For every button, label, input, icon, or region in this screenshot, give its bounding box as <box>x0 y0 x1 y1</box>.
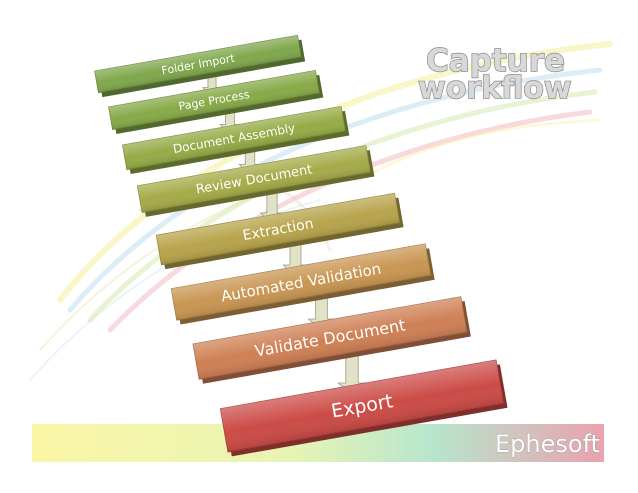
brand-bar: Ephesoft <box>32 424 604 462</box>
workflow-title: Capture workflow <box>417 42 572 106</box>
workflow-step: Page Process <box>108 69 324 134</box>
step-bar-gloss <box>122 106 346 170</box>
step-bar-gloss <box>94 35 302 93</box>
step-bar-gloss <box>108 70 320 130</box>
brand-name: Ephesoft <box>495 430 600 458</box>
title-line-2: workflow <box>418 71 572 106</box>
step-bar-gloss <box>171 243 431 321</box>
workflow-step: Extraction <box>155 192 404 270</box>
workflow-step: Export <box>219 359 508 457</box>
workflow-step: Validate Document <box>192 296 471 384</box>
workflow-step: Automated Validation <box>170 243 435 325</box>
title-line-1: Capture <box>426 43 565 79</box>
workflow-step: Folder Import <box>94 34 306 98</box>
step-bar-gloss <box>156 193 400 265</box>
step-bar-gloss <box>192 296 468 380</box>
workflow-step: Review Document <box>136 145 375 217</box>
step-bar-gloss <box>220 360 504 452</box>
step-bar-gloss <box>137 145 371 213</box>
